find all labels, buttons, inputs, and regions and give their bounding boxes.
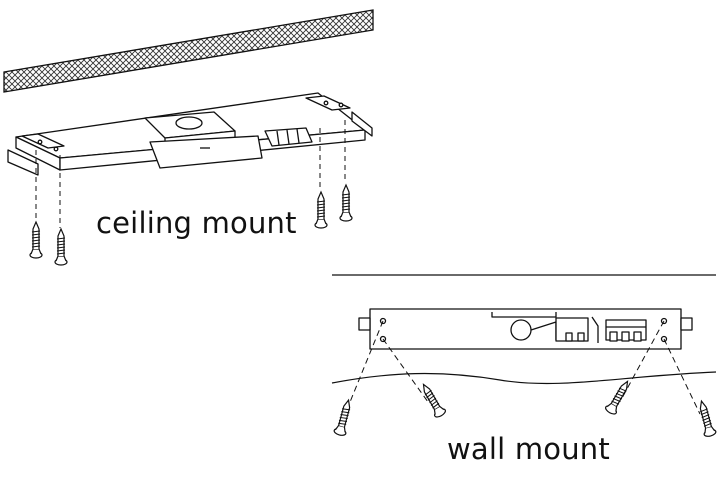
ceiling-screw-4 xyxy=(339,184,353,222)
wall-bracket xyxy=(358,308,693,350)
ceiling-guide-lines xyxy=(35,120,346,228)
ceiling-mount-label: ceiling mount xyxy=(96,206,297,240)
ceiling-slab xyxy=(3,9,374,93)
wall-screw-1 xyxy=(332,397,355,438)
ceiling-screw-1 xyxy=(29,221,43,259)
wall-screw-3 xyxy=(603,377,634,417)
wall-screw-4 xyxy=(695,398,718,439)
wall-surface-line xyxy=(331,371,717,385)
ceiling-screw-3 xyxy=(314,191,328,229)
ceiling-screw-2 xyxy=(54,228,68,266)
wall-guide-lines xyxy=(349,320,701,415)
ceiling-bracket xyxy=(7,92,373,176)
wall-screw-2 xyxy=(417,380,448,420)
wall-mount-label: wall mount xyxy=(447,432,610,466)
